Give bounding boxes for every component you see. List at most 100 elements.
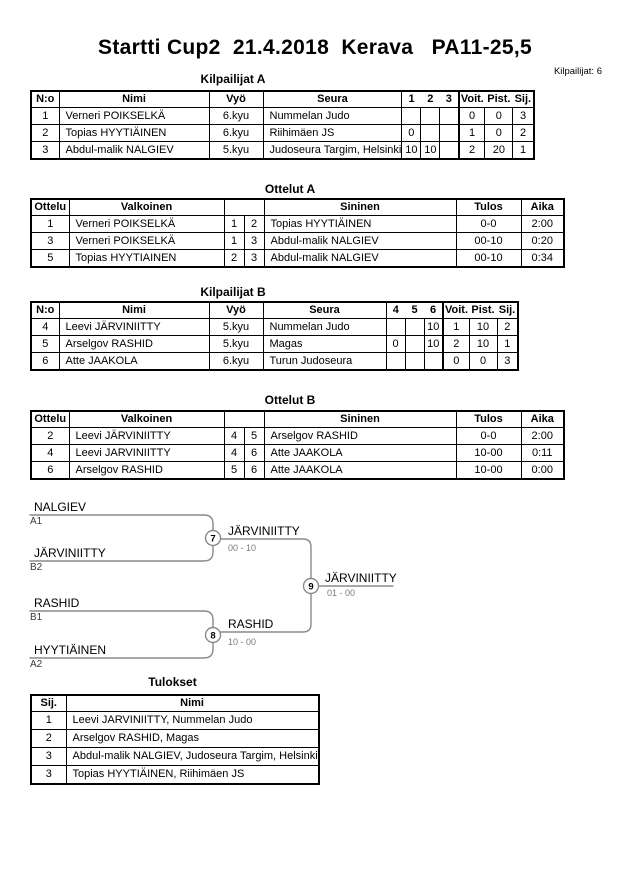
table-row: 5 Arselgov RASHID 5.kyu Magas 0 10 2 10 … bbox=[30, 335, 519, 353]
cell: 00-10 bbox=[455, 232, 522, 250]
column-header bbox=[244, 410, 265, 428]
cell: 0:00 bbox=[520, 461, 565, 480]
cell bbox=[385, 352, 406, 371]
page-title: Startti Cup2 21.4.2018 Kerava PA11-25,5 bbox=[98, 36, 532, 59]
column-header: Sininen bbox=[263, 410, 457, 428]
ottelut-a-table: Ottelu Valkoinen Sininen Tulos Aika 1 Ve… bbox=[30, 198, 565, 268]
cell: 5.kyu bbox=[208, 141, 264, 160]
cell bbox=[404, 318, 425, 336]
cell: 4 bbox=[30, 318, 60, 336]
cell: 5.kyu bbox=[208, 318, 264, 336]
tulokset-table: Sij. Nimi 1 Leevi JARVINIITTY, Nummelan … bbox=[30, 694, 320, 785]
cell: 2 bbox=[496, 318, 519, 336]
match-number-badge bbox=[204, 529, 222, 547]
cell: 10 bbox=[420, 141, 441, 160]
cell: Leevi JARVINIITTY, Nummelan Judo bbox=[65, 711, 320, 730]
kilpailijat-a-table: N:o Nimi Vyö Seura 1 2 3 Voit. Pist. Sij… bbox=[30, 90, 535, 160]
cell: Abdul-malik NALGIEV bbox=[263, 232, 457, 250]
cell: Magas bbox=[262, 335, 387, 353]
cell: 2 bbox=[30, 729, 67, 748]
match-number-badge bbox=[204, 626, 222, 644]
cell: Leevi JÄRVINIITTY bbox=[58, 318, 210, 336]
column-header: Voit. bbox=[457, 90, 485, 108]
cell: 6 bbox=[243, 444, 265, 462]
header-row: N:o Nimi Vyö Seura 1 2 3 Voit. Pist. Sij… bbox=[30, 90, 535, 108]
match-number-badge bbox=[302, 577, 320, 595]
column-header: Aika bbox=[520, 410, 565, 428]
column-header: Vyö bbox=[208, 301, 264, 319]
bracket-slot-name: JÄRVINIITTY bbox=[34, 546, 106, 560]
table-row: 3 Abdul-malik NALGIEV 5.kyu Judoseura Ta… bbox=[30, 141, 535, 160]
cell: 2 bbox=[442, 335, 470, 353]
cell: 4 bbox=[30, 444, 70, 462]
table-row: 2 Topias HYYTIÄINEN 6.kyu Riihimäen JS 0… bbox=[30, 124, 535, 142]
table-row: 5 Topias HYYTIAINEN 2 3 Abdul-malik NALG… bbox=[30, 249, 565, 268]
column-header: Ottelu bbox=[30, 410, 70, 428]
table-row: 1 Verneri POIKSELKÄ 1 2 Topias HYYTIÄINE… bbox=[30, 215, 565, 233]
table-row: 4 Leevi JÄRVINIITTY 5.kyu Nummelan Judo … bbox=[30, 318, 519, 336]
cell: 0 bbox=[442, 352, 470, 371]
cell: Topias HYYTIAINEN bbox=[68, 249, 225, 268]
cell: 0:34 bbox=[520, 249, 565, 268]
column-header: Sininen bbox=[263, 198, 457, 216]
bracket-names: NALGIEV JÄRVINIITTY RASHID HYYTIÄINEN JÄ… bbox=[34, 500, 397, 657]
cell: Abdul-malik NALGIEV, Judoseura Targim, H… bbox=[65, 747, 320, 766]
header-row: Ottelu Valkoinen Sininen Tulos Aika bbox=[30, 198, 565, 216]
column-header: Tulos bbox=[455, 198, 522, 216]
cell: 1 bbox=[30, 107, 60, 125]
cell: Leevi JARVINIITTY bbox=[68, 444, 225, 462]
cell: 3 bbox=[512, 107, 535, 125]
cell: 1 bbox=[223, 232, 245, 250]
cell: Abdul-malik NALGIEV bbox=[58, 141, 210, 160]
cell: Arselgov RASHID bbox=[263, 427, 457, 445]
column-header: Aika bbox=[520, 198, 565, 216]
cell: 2:00 bbox=[520, 427, 565, 445]
table-row: 3 Topias HYYTIÄINEN, Riihimäen JS bbox=[30, 765, 320, 785]
bracket-seed-label: B1 bbox=[30, 612, 43, 623]
table-row: 6 Atte JAAKOLA 6.kyu Turun Judoseura 0 0… bbox=[30, 352, 519, 371]
bracket-slot-name: RASHID bbox=[34, 596, 80, 610]
column-header: N:o bbox=[30, 301, 60, 319]
cell bbox=[401, 107, 422, 125]
table-row: 4 Leevi JARVINIITTY 4 6 Atte JAAKOLA 10-… bbox=[30, 444, 565, 462]
cell: Verneri POIKSELKÄ bbox=[68, 232, 225, 250]
bracket-slot-name: NALGIEV bbox=[34, 500, 86, 514]
cell: 1 bbox=[30, 711, 67, 730]
cell: 3 bbox=[243, 249, 265, 268]
table-row: 1 Leevi JARVINIITTY, Nummelan Judo bbox=[30, 711, 320, 730]
cell: 0 bbox=[457, 107, 486, 125]
cell: 6.kyu bbox=[208, 107, 264, 125]
cell: 0 bbox=[401, 124, 422, 142]
bracket-match-numbers: 7 8 9 bbox=[210, 534, 313, 642]
cell: 3 bbox=[30, 232, 70, 250]
cell: 1 bbox=[30, 215, 70, 233]
cell bbox=[385, 318, 406, 336]
cell: 10 bbox=[423, 335, 444, 353]
cell: Nummelan Judo bbox=[262, 107, 403, 125]
column-header: Sij. bbox=[512, 90, 535, 108]
cell: 4 bbox=[223, 444, 245, 462]
cell: 1 bbox=[512, 141, 535, 160]
column-header: 4 bbox=[385, 301, 405, 319]
column-header: 6 bbox=[424, 301, 444, 319]
cell: Turun Judoseura bbox=[262, 352, 387, 371]
cell: 0 bbox=[484, 124, 514, 142]
cell: 10 bbox=[401, 141, 422, 160]
bracket-champion-name: JÄRVINIITTY bbox=[325, 571, 397, 585]
column-header: 5 bbox=[405, 301, 424, 319]
match-score: 00 - 10 bbox=[228, 543, 256, 553]
cell: 0:20 bbox=[520, 232, 565, 250]
cell: 2 bbox=[243, 215, 265, 233]
cell bbox=[404, 335, 425, 353]
cell: 10 bbox=[468, 318, 498, 336]
section-title-kilpailijat-a: Kilpailijat A bbox=[200, 72, 266, 86]
cell: 6 bbox=[30, 352, 60, 371]
cell: 2:00 bbox=[520, 215, 565, 233]
cell: 6 bbox=[243, 461, 265, 480]
column-header: Voit. bbox=[442, 301, 469, 319]
cell: Verneri POIKSELKÄ bbox=[68, 215, 225, 233]
cell: 3 bbox=[30, 765, 67, 785]
cell: 0 bbox=[385, 335, 406, 353]
column-header: 2 bbox=[420, 90, 440, 108]
header-row: N:o Nimi Vyö Seura 4 5 6 Voit. Pist. Sij… bbox=[30, 301, 519, 319]
